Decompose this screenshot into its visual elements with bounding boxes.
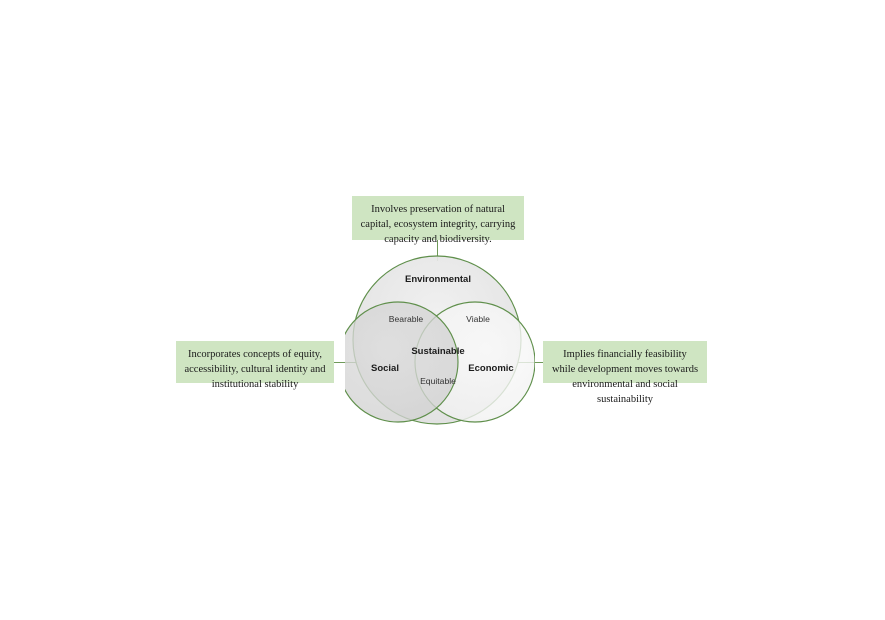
label-equitable: Equitable — [420, 376, 456, 386]
label-economic: Economic — [468, 363, 514, 374]
callout-economic: Implies financially feasibility while de… — [543, 341, 707, 405]
venn-circles — [345, 255, 535, 425]
circle-social — [345, 301, 459, 423]
label-bearable: Bearable — [388, 314, 424, 324]
label-viable: Viable — [466, 314, 490, 324]
label-environmental: Environmental — [405, 274, 471, 285]
connector-line-top — [437, 240, 439, 261]
callout-environmental: Involves preservation of natural capital… — [352, 196, 524, 245]
callout-social: Incorporates concepts of equity, accessi… — [176, 341, 334, 390]
label-sustainable: Sustainable — [411, 346, 465, 357]
label-social: Social — [371, 363, 399, 374]
